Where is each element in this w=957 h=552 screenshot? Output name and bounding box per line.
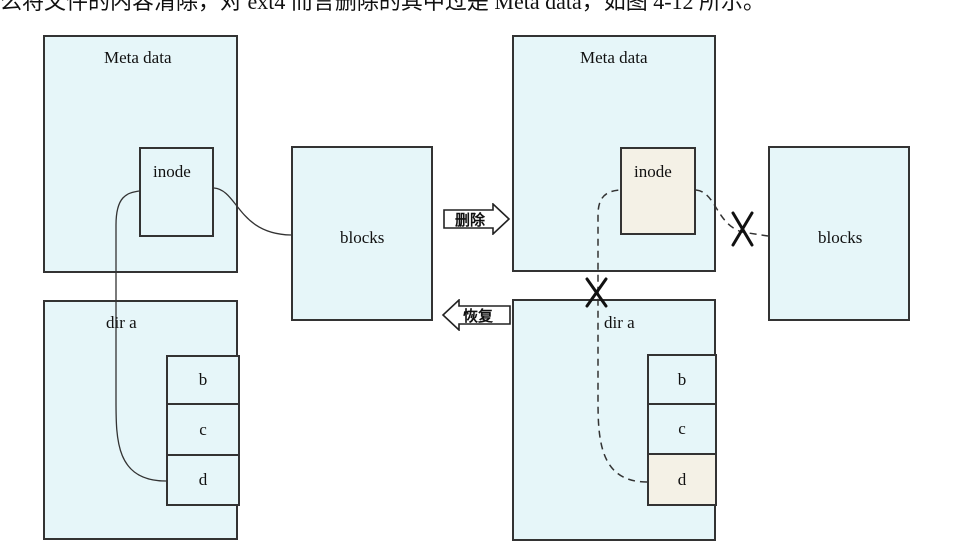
left-dir-entry-c: c (166, 403, 240, 456)
right-blocks-label: blocks (818, 228, 863, 247)
delete-arrow-label: 删除 (455, 211, 486, 229)
left-blocks-box (291, 146, 433, 321)
right-dir-entry-c: c (647, 403, 717, 455)
left-inode-label: inode (153, 162, 191, 181)
left-inode-box (139, 147, 214, 237)
right-dir-entry-d-deleted: d (647, 453, 717, 506)
right-dir-label: dir a (604, 313, 635, 332)
right-inode-label: inode (634, 162, 672, 181)
right-blocks-box (768, 146, 910, 321)
restore-arrow-button[interactable]: 恢复 (441, 298, 511, 332)
break-mark-blocks-icon (731, 211, 754, 247)
left-dir-label: dir a (106, 313, 137, 332)
caption-text: 么将文件的内容清除，对 ext4 而言删除的其中过是 Meta data，如图 … (0, 0, 766, 14)
left-meta-data-label: Meta data (104, 48, 172, 67)
right-arrow-icon (443, 202, 511, 236)
left-arrow-icon (441, 298, 511, 332)
left-dir-entry-b: b (166, 355, 240, 405)
left-dir-entry-d: d (166, 454, 240, 506)
right-meta-data-label: Meta data (580, 48, 648, 67)
right-dir-entry-b: b (647, 354, 717, 405)
left-blocks-label: blocks (340, 228, 385, 247)
right-inode-box-deleted (620, 147, 696, 235)
restore-arrow-label: 恢复 (463, 307, 494, 325)
delete-arrow-button[interactable]: 删除 (443, 202, 511, 236)
